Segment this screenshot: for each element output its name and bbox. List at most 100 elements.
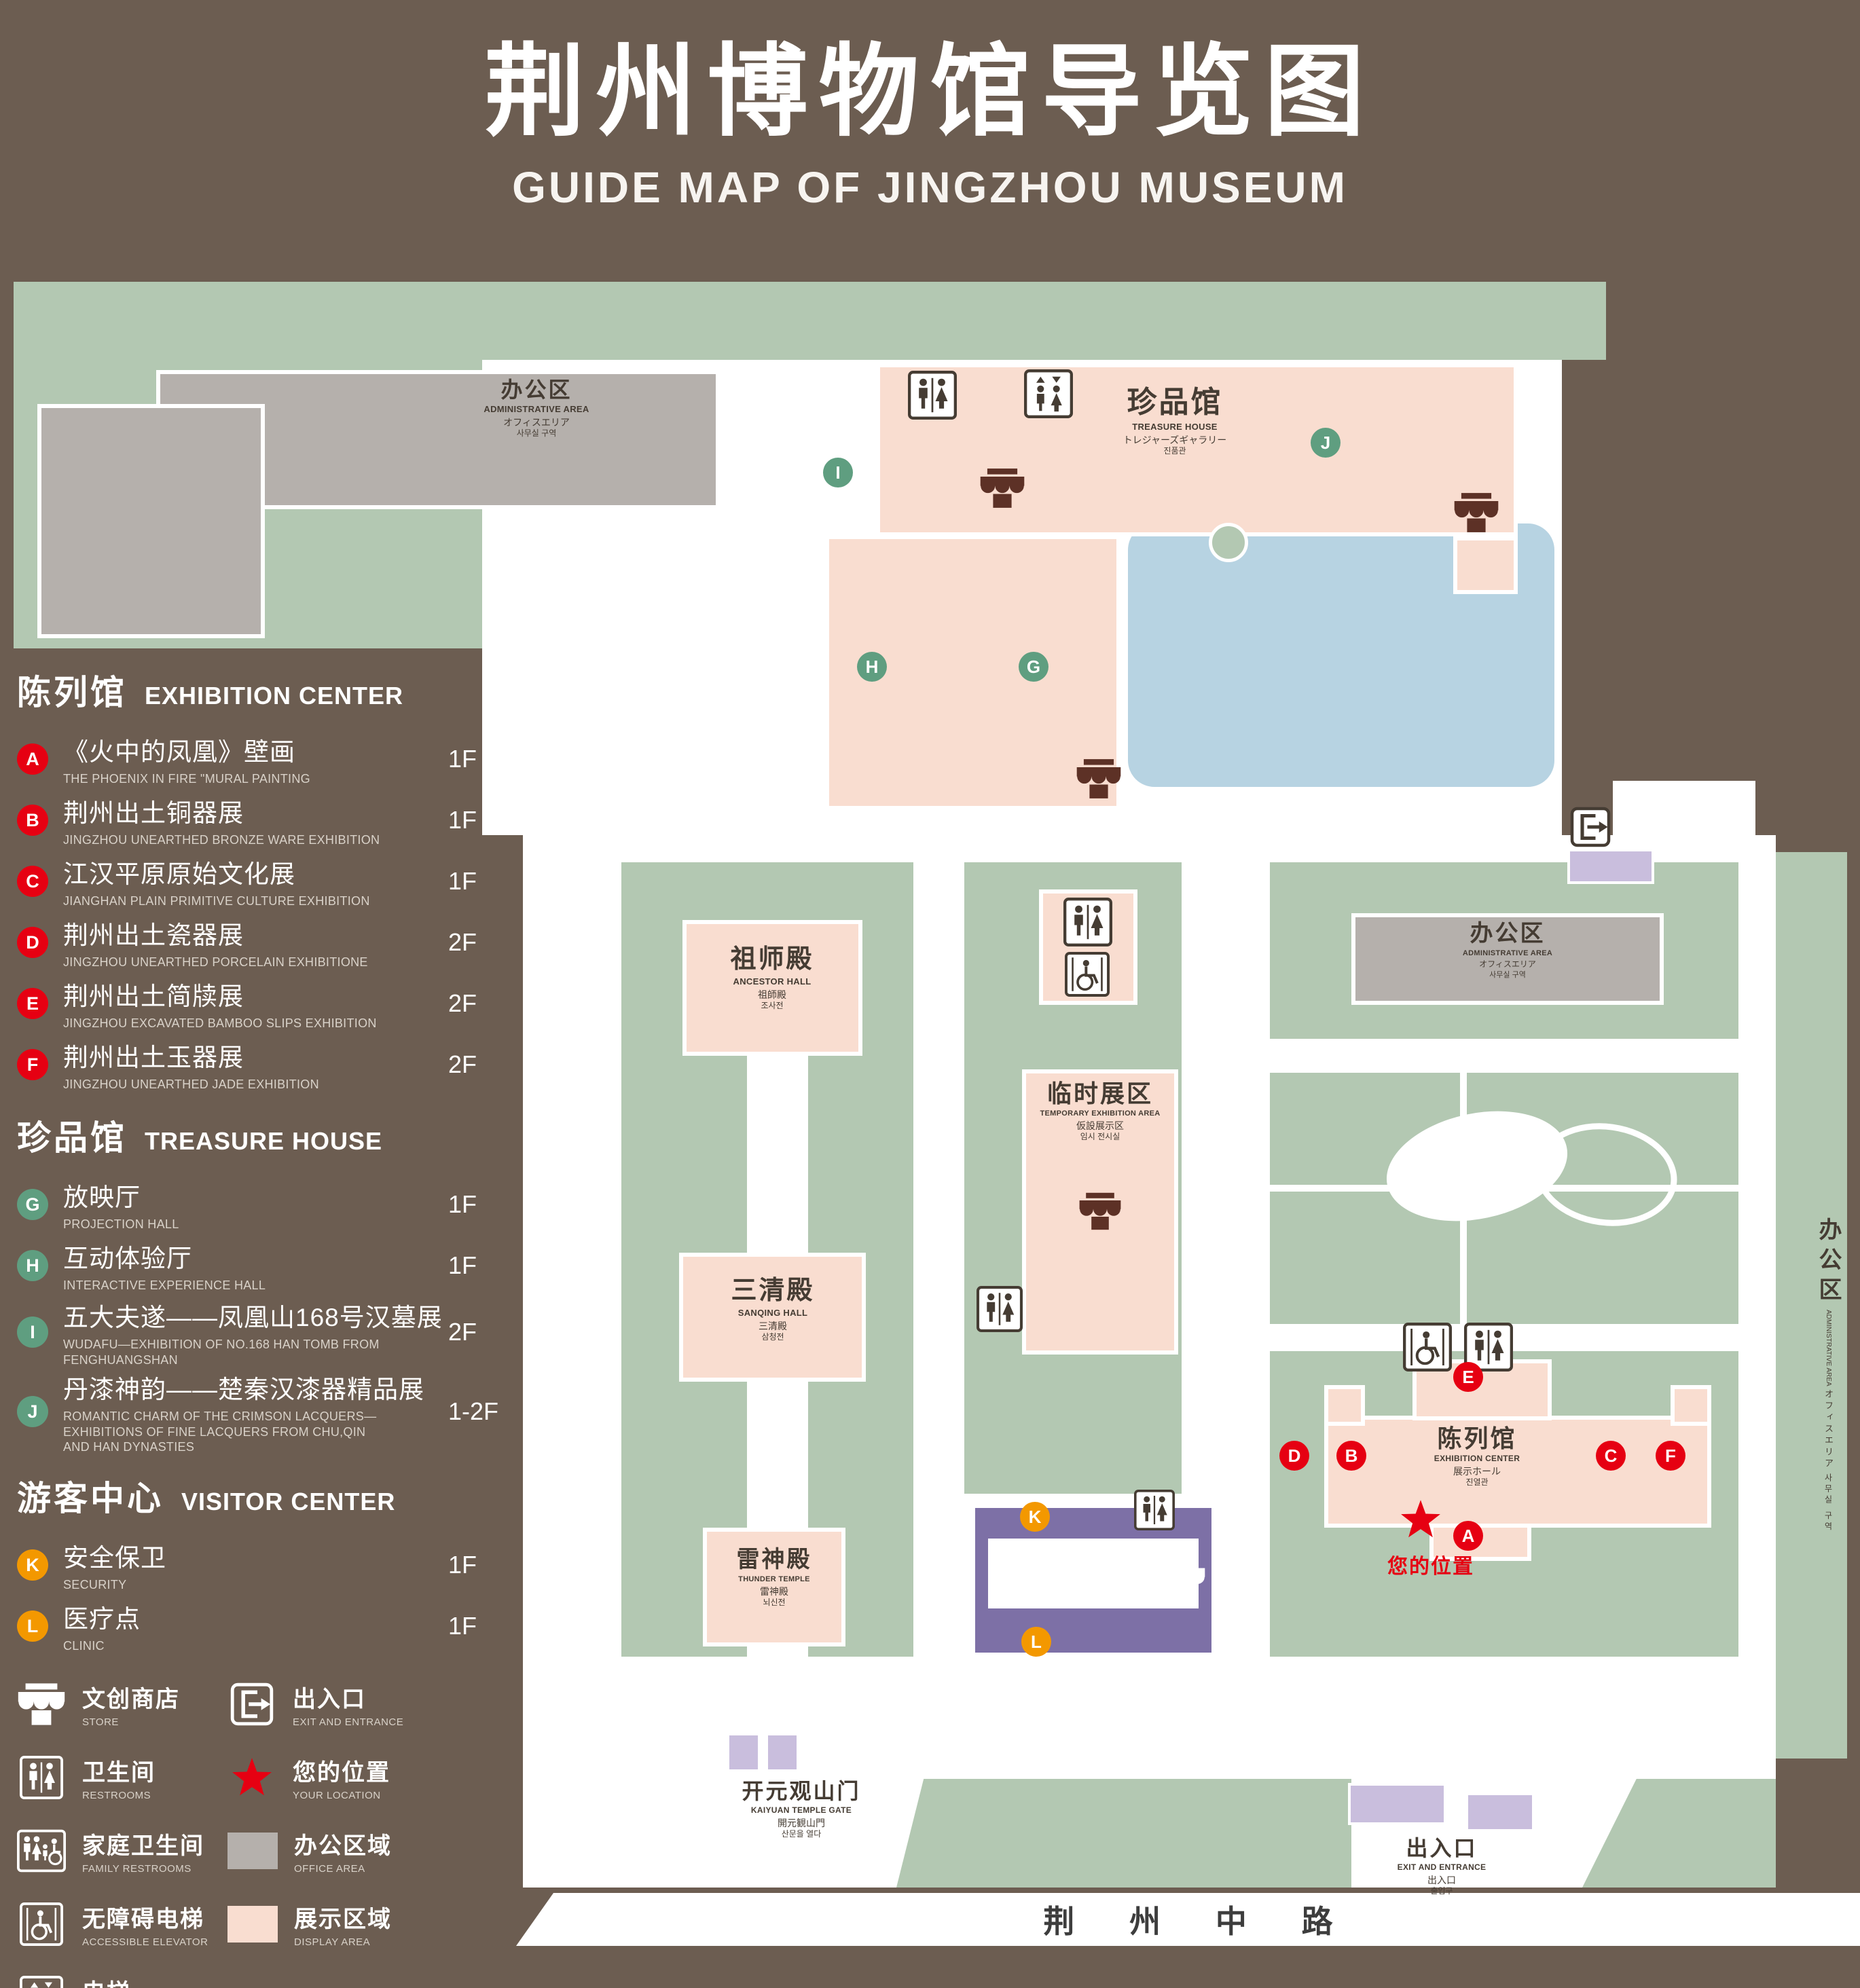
store-icon xyxy=(1453,493,1499,532)
building-treasure-house-north xyxy=(876,363,1518,536)
restroom-icon xyxy=(977,1286,1023,1332)
sanqing-hall-label: 三清殿 SANQING HALL 三清殿 삼청전 xyxy=(731,1276,815,1342)
letter-badge-h: H xyxy=(17,1250,48,1281)
lawn-south-strip xyxy=(896,1779,1351,1888)
exit-right-gate-block xyxy=(1567,849,1654,884)
elevator-icon xyxy=(17,1975,66,1988)
floor-label: 1F xyxy=(448,867,477,895)
office-area-swatch xyxy=(227,1832,278,1869)
floor-label: 1F xyxy=(448,1611,477,1640)
map-marker-c: C xyxy=(1596,1441,1626,1471)
gate-block-right xyxy=(765,1733,799,1772)
road-jingzhou-middle: 荆 州 中 路 xyxy=(516,1893,1860,1946)
section-title-en: EXHIBITION CENTER xyxy=(145,682,404,710)
building-exhibition-center-east xyxy=(1671,1385,1711,1426)
map-marker-e: E xyxy=(1453,1362,1483,1392)
road-name: 荆 州 中 路 xyxy=(1043,1904,1356,1939)
section-header: 珍品馆 TREASURE HOUSE xyxy=(17,1111,519,1160)
building-exhibition-center-west xyxy=(1324,1385,1365,1426)
building-treasure-house-tower xyxy=(825,535,1120,810)
section-header: 游客中心 VISITOR CENTER xyxy=(17,1471,519,1520)
floor-label: 1F xyxy=(448,1550,477,1579)
display-area-swatch xyxy=(227,1905,278,1943)
store-icon xyxy=(1078,1192,1122,1230)
temporary-exhibition-label: 临时展区 TEMPORARY EXHIBITION AREA 仮設展示区 임시 … xyxy=(1040,1080,1161,1142)
floor-label: 1F xyxy=(448,745,477,773)
ancestor-hall-label: 祖师殿 ANCESTOR HALL 祖師殿 조사전 xyxy=(730,945,814,1010)
admin-topleft-label: 办公区 ADMINISTRATIVE AREA オフィスエリア 사무실 구역 xyxy=(484,378,589,438)
map-marker-k: K xyxy=(1020,1502,1050,1532)
map-marker-g: G xyxy=(1019,652,1048,682)
section-title-zh: 珍品馆 xyxy=(17,1119,127,1157)
family-restroom-icon xyxy=(17,1829,66,1873)
building-admin-topleft-wing xyxy=(37,404,265,638)
page-title: 荆州博物馆导览图 xyxy=(484,36,1376,148)
letter-badge-i: I xyxy=(17,1317,48,1348)
building-treasure-house-annex xyxy=(1453,536,1518,594)
lawn-right-strip xyxy=(1776,852,1847,1759)
your-location-star-icon xyxy=(227,1756,276,1799)
restroom-icon xyxy=(17,1755,66,1799)
kaiyuan-gate-label: 开元观山门 KAIYUAN TEMPLE GATE 開元観山門 산문을 열다 xyxy=(742,1779,861,1839)
map-marker-l: L xyxy=(1021,1627,1051,1657)
treasure-house-label: 珍品馆 TREASURE HOUSE トレジャーズギャラリー 진품관 xyxy=(1123,386,1227,456)
floor-label: 2F xyxy=(448,1050,477,1078)
store-icon xyxy=(979,468,1025,508)
map-marker-d: D xyxy=(1279,1441,1309,1471)
letter-badge-c: C xyxy=(17,866,48,897)
poster-header: 荆州博物馆导览图 GUIDE MAP OF JINGZHOU MUSEUM xyxy=(0,10,1860,213)
path-left-corridor-upper xyxy=(747,1056,808,1253)
section-title-zh: 陈列馆 xyxy=(17,674,127,712)
accessible-restroom-icon xyxy=(1061,952,1114,997)
map-marker-h: H xyxy=(857,652,887,682)
exit-bottom-block-right xyxy=(1465,1792,1535,1832)
accessible-elevator-icon xyxy=(1403,1323,1452,1372)
gate-block-left xyxy=(727,1733,761,1772)
building-sanqing-hall xyxy=(679,1253,866,1382)
floor-label: 1F xyxy=(448,806,477,834)
building-ancestor-hall xyxy=(682,920,862,1056)
store-icon xyxy=(1076,759,1122,798)
exhibition-center-label: 陈列馆 EXHIBITION CENTER 展示ホール 진열관 xyxy=(1434,1424,1520,1488)
section-title-zh: 游客中心 xyxy=(17,1479,164,1517)
exit-icon xyxy=(227,1682,276,1726)
letter-badge-e: E xyxy=(17,988,48,1019)
letter-badge-l: L xyxy=(17,1610,48,1642)
elevator-icon xyxy=(1024,369,1073,418)
floor-label: 1F xyxy=(448,1190,477,1218)
restroom-icon xyxy=(1054,898,1122,946)
exit-bottom-label: 出入口 EXIT AND ENTRANCE 出入口 출입구 xyxy=(1397,1836,1487,1896)
legend-symbol-elevator: 电梯Elevator xyxy=(17,1974,227,1988)
map-marker-i: I xyxy=(823,458,853,487)
page-subtitle: GUIDE MAP OF JINGZHOU MUSEUM xyxy=(512,163,1348,212)
map-marker-b: B xyxy=(1336,1441,1366,1471)
admin-middle-label: 办公区 ADMINISTRATIVE AREA オフィスエリア 사무실 구역 xyxy=(1462,921,1553,979)
store-icon xyxy=(1161,1560,1206,1598)
letter-badge-j: J xyxy=(17,1396,48,1428)
section-title-en: TREASURE HOUSE xyxy=(145,1127,383,1155)
building-thunder-temple xyxy=(703,1528,845,1646)
letter-badge-d: D xyxy=(17,927,48,958)
your-location-label: 您的位置 xyxy=(1387,1556,1474,1578)
exit-right-label: 出入口 EXIT AND ENTRANCE 出入口 출입구 xyxy=(1613,781,1755,842)
